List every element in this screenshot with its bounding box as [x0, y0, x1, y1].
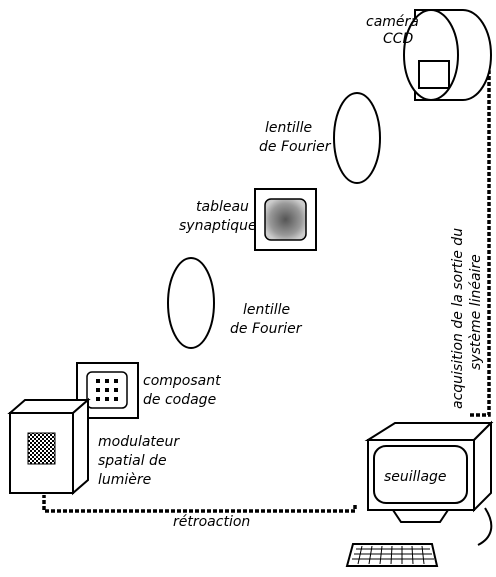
spatial-light-modulator [7, 397, 91, 496]
lens1-label-line1: lentille [265, 120, 312, 136]
fourier-lens-1 [333, 92, 381, 184]
fourier-lens-2 [167, 257, 215, 349]
coding-label-line1: composant [143, 373, 221, 389]
lens2-label-line2: de Fourier [230, 321, 303, 337]
camera-label-line1: caméra [366, 14, 419, 30]
acquisition-label-line2: système linéaire [468, 254, 484, 370]
keyboard-cable [477, 507, 493, 546]
screen-label: seuillage [384, 469, 447, 485]
slm-label-line1: modulateur [98, 434, 180, 450]
computer [345, 420, 494, 567]
slm-label-line2: spatial de [98, 453, 167, 469]
synaptic-label-line1: tableau [196, 199, 249, 215]
feedback-label: rétroaction [173, 514, 250, 530]
monitor-screen [373, 445, 468, 504]
ccd-camera [403, 9, 492, 101]
slm-label-line3: lumière [98, 472, 151, 488]
camera-label-line2: CCD [383, 31, 414, 47]
coding-label-line2: de codage [143, 392, 216, 408]
acquisition-label-line1: acquisition de la sortie du [450, 228, 466, 409]
lens1-label-line2: de Fourier [259, 139, 332, 155]
synaptic-label-line2: synaptique [179, 218, 257, 234]
lens2-label-line1: lentille [243, 302, 290, 318]
synaptic-array [254, 188, 317, 251]
